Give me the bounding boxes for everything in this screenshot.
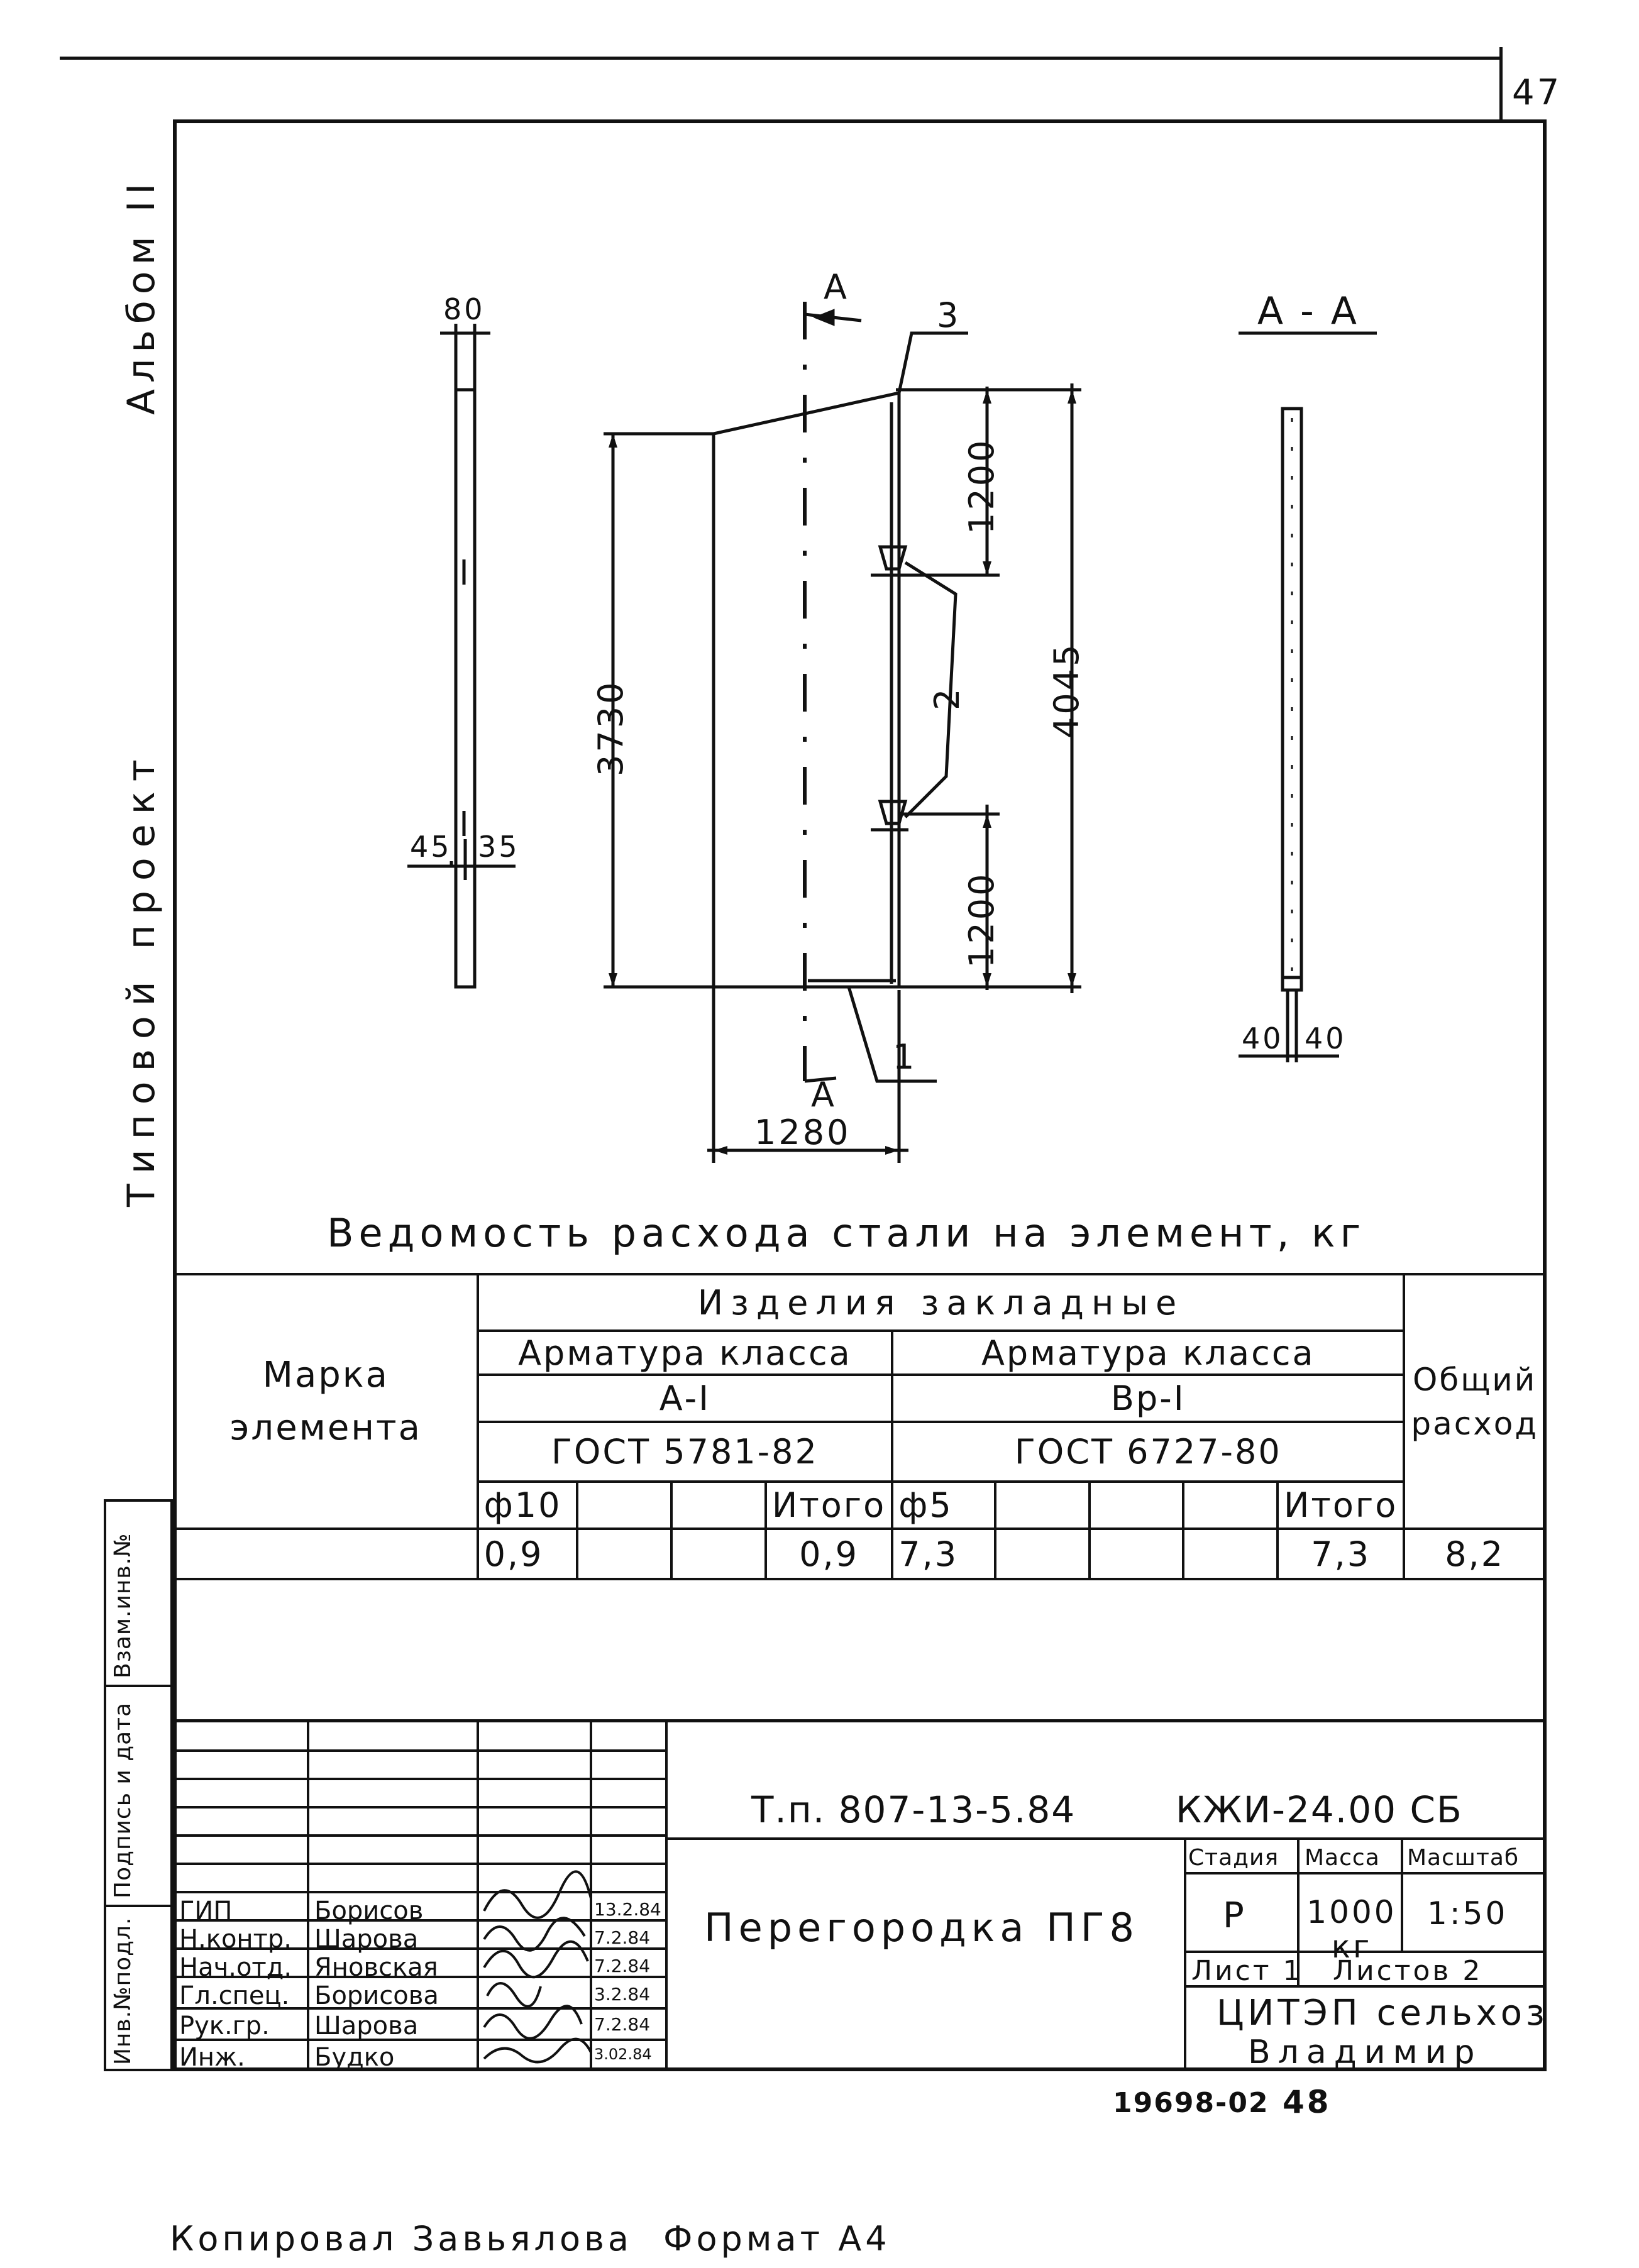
- signature-row: Инж. Будко 3.02.84: [179, 2043, 652, 2072]
- stage-value: Р: [1223, 1895, 1247, 1936]
- section-a-a-panel: [1281, 407, 1303, 992]
- sheets-total: Листов 2: [1333, 1955, 1483, 1987]
- title-block-top: [173, 1719, 1547, 1722]
- sheet-frame: [173, 119, 1547, 2071]
- signature-row: Нач.отд. Яновская 7.2.84: [179, 1953, 651, 1982]
- class-a-i: А-I: [476, 1373, 894, 1423]
- dim-40-left: 40: [1242, 1021, 1284, 1055]
- reinforcement-class-1: Арматура класса: [476, 1329, 894, 1376]
- itogo-2: Итого: [1276, 1480, 1406, 1530]
- empty-cell: [670, 1480, 767, 1530]
- value-d5: 7,3: [891, 1528, 997, 1580]
- organization: ЦИТЭП сельхоз: [1217, 1993, 1548, 2034]
- gost-5781: ГОСТ 5781-82: [476, 1421, 894, 1483]
- value-itogo-1: 0,9: [764, 1528, 894, 1580]
- footer-page: 48: [1283, 2084, 1332, 2120]
- stage-header: Стадия: [1188, 1845, 1279, 1871]
- side-stamp-divider-1: [104, 1685, 173, 1687]
- itogo-1: Итого: [764, 1480, 894, 1530]
- copied-by: Копировал Завьялова: [170, 2219, 633, 2259]
- dim-35: 35: [478, 830, 520, 864]
- page-number: 47: [1512, 72, 1562, 113]
- sheet-title: Перегородка ПГ8: [704, 1905, 1139, 1951]
- scale-value: 1:50: [1427, 1895, 1508, 1932]
- embedded-items-header: Изделия закладные: [476, 1273, 1406, 1332]
- document-code: КЖИ-24.00 СБ: [1176, 1788, 1463, 1831]
- empty-cell: [994, 1480, 1091, 1530]
- position-label-1: 1: [893, 1037, 917, 1077]
- signature-row: Н.контр. Шарова 7.2.84: [179, 1925, 651, 1954]
- paper-format: Формат А4: [663, 2219, 891, 2259]
- dim-80: 80: [443, 292, 485, 326]
- signature-row: Рук.гр. Шарова 7.2.84: [179, 2012, 651, 2040]
- dim-40-right: 40: [1305, 1021, 1347, 1055]
- empty-cell: [576, 1480, 673, 1530]
- value-total: 8,2: [1403, 1528, 1547, 1580]
- top-rule: [60, 57, 1499, 60]
- value-itogo-2: 7,3: [1276, 1528, 1406, 1580]
- archive-number: 19698-02: [1113, 2087, 1269, 2119]
- reinforcement-class-2: Арматура класса: [891, 1329, 1406, 1376]
- empty-cell: [1182, 1528, 1279, 1580]
- element-mark-value: [173, 1528, 479, 1580]
- section-mark-bottom: А: [811, 1075, 837, 1115]
- signature-row: Гл.спец. Борисова 3.2.84: [179, 1981, 651, 2010]
- class-vr-i: Вр-I: [891, 1373, 1406, 1423]
- empty-cell: [670, 1528, 767, 1580]
- empty-cell: [1182, 1480, 1279, 1530]
- section-title-a-a: А - А: [1257, 289, 1359, 333]
- dim-45: 45: [410, 830, 452, 864]
- project-code: Т.п. 807-13-5.84: [751, 1788, 1076, 1831]
- empty-cell: [576, 1528, 673, 1580]
- gost-6727: ГОСТ 6727-80: [891, 1421, 1406, 1483]
- empty-cell: [994, 1528, 1091, 1580]
- mass-header: Масса: [1305, 1845, 1380, 1871]
- page-number-divider: [1499, 47, 1503, 123]
- mass-value: 1000 кг: [1306, 1894, 1397, 1965]
- signature-row: ГИП Борисов 13.2.84: [179, 1896, 661, 1925]
- position-label-3: 3: [937, 295, 961, 335]
- empty-cell: [1088, 1528, 1185, 1580]
- sheet-number: Лист 1: [1191, 1955, 1303, 1987]
- dim-1280: 1280: [754, 1113, 851, 1152]
- scale-header: Масштаб: [1407, 1845, 1520, 1871]
- diameter-10: ф10: [476, 1480, 579, 1530]
- element-mark-header: Марка элемента: [173, 1273, 479, 1530]
- organization-city: Владимир: [1248, 2034, 1482, 2071]
- empty-cell: [1088, 1480, 1185, 1530]
- steel-table-title: Ведомость расхода стали на элемент, кг: [327, 1210, 1366, 1256]
- total-consumption-header: Общий расход: [1403, 1273, 1547, 1530]
- steel-consumption-table: Марка элемента Изделия закладные Общий р…: [173, 1273, 1547, 1580]
- side-view-panel: [454, 388, 477, 989]
- section-mark-top: А: [824, 267, 849, 307]
- side-stamp: [104, 1499, 173, 2071]
- diameter-5: ф5: [891, 1480, 997, 1530]
- value-d10: 0,9: [476, 1528, 579, 1580]
- side-stamp-divider-2: [104, 1905, 173, 1907]
- signatures: [483, 1870, 592, 2064]
